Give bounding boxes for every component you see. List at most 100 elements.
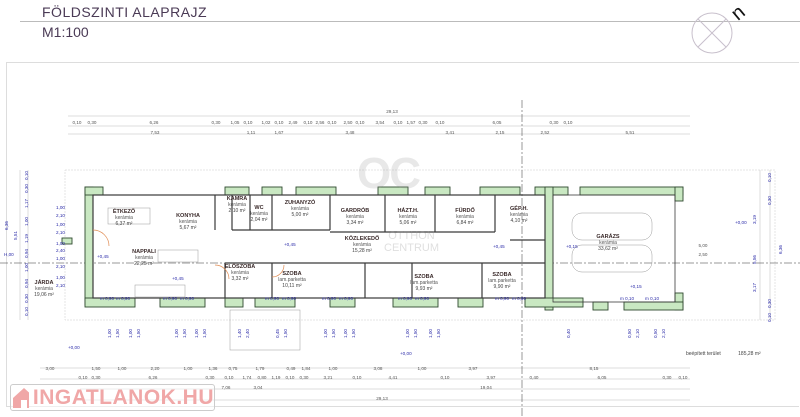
level-marker: +0,15 [630,284,642,289]
built-up-area: beépített terület 185,28 m² [686,351,777,357]
dimension-label: 3,00 [45,366,55,371]
dimension-label: 0,30 [549,120,559,125]
plan-title: FÖLDSZINTI ALAPRAJZ [42,4,208,20]
level-marker: +0,00 [68,345,80,350]
opening-dimension: 1,00 [56,256,65,261]
dimension-label: 0,10 [24,171,29,180]
dimension-label: 19,04 [480,385,492,390]
dimension-label: 0,10 [678,375,688,380]
dimension-label: 1,17 [24,199,29,208]
opening-dimension: m 0,10 [645,296,660,301]
room-area: 9,90 m² [493,284,511,290]
dimension-label: 2,49 [288,120,298,125]
opening-dimension: 1,00 [194,329,199,338]
level-marker: +0,45 [172,276,184,281]
dimension-label: 0,30 [24,184,29,193]
dimension-label: 1,00 [24,263,29,272]
level-marker: +0,45 [493,244,505,249]
room-name: FÜRDŐ [455,208,475,214]
dimension-label: 2,20 [150,366,160,371]
opening-dimension: 1,00 [323,329,328,338]
opening-dimension: 1,00 [405,329,410,338]
room-name: GÉP.H. [510,206,528,212]
dimension-label: 3,21 [323,375,333,380]
plan-scale: M1:100 [42,24,89,40]
dimension-label: 0,10 [303,120,313,125]
opening-dimension: m 0,90 [495,296,510,301]
dimension-label: 0,30 [211,120,221,125]
drawing-frame [6,62,799,407]
dimension-label: 5,56 [752,255,757,264]
dimension-label: 0,10 [563,120,573,125]
dimension-label: 7,06 [221,385,231,390]
dimension-label: 0,10 [767,173,772,182]
dimension-label: 0,94 [24,279,29,288]
dimension-label: 3,41 [445,130,455,135]
dimension-label: 8,15 [589,366,599,371]
room-name: HÁZT.H. [397,208,419,214]
room-material: lam.parketta [488,278,516,284]
dimension-label: 3,08 [373,366,383,371]
dimension-label: 1,11 [246,130,256,135]
opening-dimension: 0,50 [653,329,658,338]
room-area: 2,04 m² [250,217,268,223]
dimension-label: 3,04 [253,385,263,390]
room-material: lam.parketta [278,277,306,283]
room-area: 15,28 m² [352,248,372,254]
room-material: kerámia [231,270,249,276]
room-area: 19,06 m² [34,292,54,298]
room-material: kerámia [135,255,153,261]
room-name: KAMRA [226,196,248,202]
room-material: kerámia [35,286,53,292]
opening-dimension: m 0,90 [398,296,413,301]
dimension-label: 1,67 [274,130,284,135]
dimension-label: 7,53 [150,130,160,135]
axis-marker: H,00 [4,252,14,257]
room-name: KONYHA [176,213,200,219]
opening-dimension: 1,50 [136,329,141,338]
room-area: 33,62 m² [598,246,618,252]
dimension-label: 0,10 [352,375,362,380]
dimension-label: 1,00 [117,366,127,371]
dimension-label: 1,00 [328,366,338,371]
dimension-label: 0,10 [355,120,365,125]
room-name: SZOBA [282,271,302,277]
furniture [107,207,653,351]
dimension-label: 0,10 [224,375,234,380]
opening-dimension: m 0,90 [100,296,115,301]
opening-dimension: 2,10 [56,213,65,218]
room-area: 5,67 m² [179,225,197,231]
opening-dimension: m 0,90 [415,296,430,301]
room-name: SZOBA [414,274,434,280]
dimension-label: 0,30 [767,196,772,205]
room-name: ELŐSZOBA [224,264,256,270]
title-rule [20,21,800,22]
dimension-label: 0,10 [440,375,450,380]
dimension-label: 1,74 [242,375,252,380]
dimension-label: 0,30 [299,375,309,380]
dimension-label: 1,36 [208,366,218,371]
dimension-label: 0,10 [24,307,29,316]
opening-dimension: 1,00 [56,275,65,280]
dimension-label: 2,50 [698,252,708,257]
dimension-label: 3,97 [486,375,496,380]
room-material: kerámia [228,202,246,208]
room-area: 10,11 m² [282,283,302,289]
dimension-label: 0,10 [243,120,253,125]
opening-dimension: 1,00 [174,329,179,338]
dimension-label: 1,02 [261,120,271,125]
room-name: JÁRDA [34,280,54,286]
opening-dimension: 1,00 [128,329,133,338]
room-material: lam.parketta [410,280,438,286]
